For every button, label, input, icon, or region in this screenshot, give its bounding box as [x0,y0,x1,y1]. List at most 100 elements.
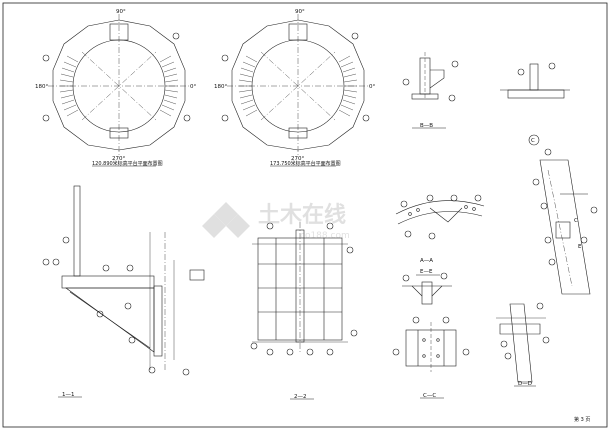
detail-a-a-callout [404,230,412,238]
detail-c-callout [548,62,556,70]
plan-left-callout [42,54,50,62]
detail-a-a-beam-lower [397,211,483,225]
plan-left-callout [183,114,191,122]
detail-1-1-callout [182,368,190,376]
detail-1-1-callout [62,236,70,244]
detail-e-e-gusset [411,285,443,297]
detail-e-e [402,272,452,305]
plan-right-title: 173.750米标高平台平面布置图 [270,160,341,167]
plan-right-deck-slats [238,55,358,117]
detail-right-elevation-callout [590,206,598,214]
detail-right-elevation-bracket [555,221,571,239]
plan-right-angle-left: 180° [214,84,227,90]
detail-a-a [395,194,485,240]
detail-c-c-title: C—C [423,393,436,399]
plan-right-diag-1 [260,51,336,121]
detail-e-e-web [421,281,433,305]
detail-1-1-callout [124,302,132,310]
plan-right-callout [221,54,229,62]
detail-1-1-callout [52,258,60,266]
detail-1-1-callout [42,258,50,266]
detail-c-c [392,316,470,399]
detail-right-elevation-callout [580,236,588,244]
plan-left-callout [172,32,180,40]
plan-right-callout [221,114,229,122]
detail-2-2-callout [306,348,314,356]
detail-a-a-callout [428,232,436,240]
watermark-text-en: co188.com [300,231,350,241]
plan-left-diag-1 [81,51,157,121]
detail-right-elevation-centerline [547,169,573,287]
detail-1-1-railing-post [73,185,81,277]
detail-1-1-platform [61,275,155,289]
detail-c-c-bolt [436,354,440,358]
detail-d-d-title: D—D [518,381,532,387]
detail-d-d-callout [504,352,512,360]
detail-d-d-beam [499,323,541,335]
detail-a-a-title: A—A [420,258,433,264]
detail-right-elevation-callout [532,178,540,186]
plan-right-diag-2 [260,51,336,121]
plan-right-callout [351,32,359,40]
detail-a-a-beam-mid [429,207,463,223]
detail-a-a-beam-upper [395,200,485,215]
detail-right-elevation-label-e: E [578,244,582,250]
detail-1-1-callout [128,336,136,344]
plan-right-callout [362,114,370,122]
detail-2-2-callout [266,348,274,356]
plan-left-callout [42,114,50,122]
detail-c-callout [517,68,525,76]
detail-1-1-callout [102,264,110,272]
detail-a-a-callout [474,194,482,202]
plan-left [42,14,191,156]
plan-right-angle-right: 0° [369,84,375,90]
detail-right-elevation-callout [540,202,548,210]
plan-left-title: 120.890米标高平台平面布置图 [92,160,163,167]
detail-c-c-bolt [422,338,426,342]
detail-right-elevation-callout [548,258,556,266]
detail-c [500,62,570,146]
plan-left-angle-top: 90° [116,9,126,15]
detail-2-2-callout [350,329,358,337]
detail-1-1-dim-box [189,269,205,281]
detail-2-2-title: 2—2 [294,394,307,400]
detail-2-2-callout [266,222,274,230]
detail-1-1-brace-inner [69,291,151,349]
detail-c-marker [528,134,540,146]
detail-right-elevation [532,148,598,295]
detail-2-2-callout [326,348,334,356]
detail-a-a-bolt [464,205,468,209]
detail-right-elevation-callout [544,148,552,156]
detail-e-e-title: E—E [420,269,433,275]
detail-b-b-callout [451,60,459,68]
detail-c-c-bolt [422,354,426,358]
detail-e-e-callout [440,272,448,280]
detail-1-1-wall-plate [153,285,163,357]
detail-2-2 [250,222,358,400]
detail-d-d-callout [536,302,544,310]
detail-b-b-title: B—B [420,123,433,129]
detail-c-c-callout [442,316,450,324]
detail-c-beam [507,89,565,99]
detail-e-e-callout [402,274,410,282]
detail-c-c-callout [412,316,420,324]
plan-left-deck-slats [59,55,179,117]
detail-1-1-callout [126,264,134,272]
detail-b-b [402,52,459,129]
sheet-number: 第 3 页 [574,416,590,423]
detail-2-2-callout [346,246,354,254]
plan-left-diag-2 [81,51,157,121]
detail-d-d [496,302,550,387]
detail-1-1-callout [148,366,156,374]
plan-left-angle-right: 0° [190,84,196,90]
detail-b-b-bracket [429,69,445,89]
detail-c-c-callout [392,348,400,356]
watermark-text-cn: 土木在线 [258,202,346,228]
detail-d-d-callout [500,340,508,348]
sheet-border [2,2,608,428]
detail-b-b-callout [448,94,456,102]
detail-c-c-bolt [436,338,440,342]
detail-right-elevation-callout [544,236,552,244]
watermark-logo-icon [202,202,250,238]
